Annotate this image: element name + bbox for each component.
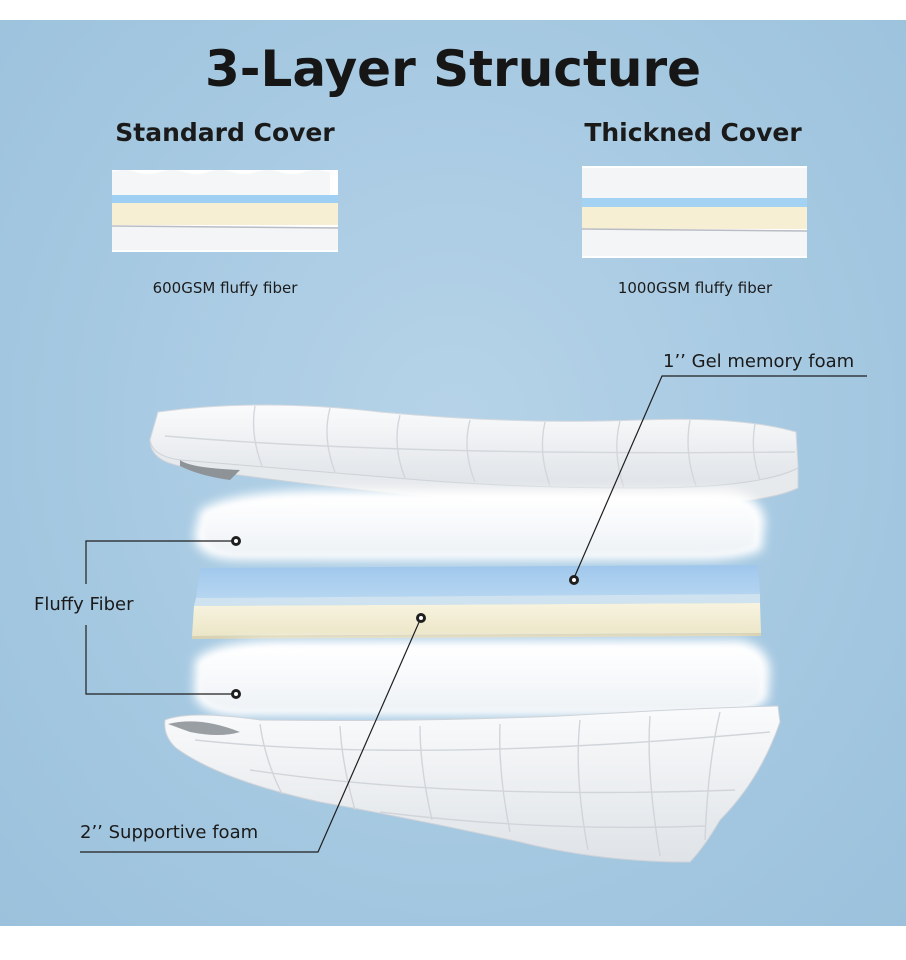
supportive-foam-callout-line [80, 619, 421, 853]
thickened-cover-title: Thickned Cover [584, 118, 802, 147]
standard-cover-caption: 600GSM fluffy fiber [152, 279, 298, 297]
upper-fiber-layer [194, 490, 765, 560]
fluffy-fiber-label: Fluffy Fiber [34, 594, 134, 615]
standard-cover-swatch [111, 170, 339, 252]
standard-cover-title: Standard Cover [115, 118, 335, 147]
top-cover [149, 404, 799, 507]
thickened-cover-caption: 1000GSM fluffy fiber [617, 279, 773, 297]
gel-foam-callout-line [573, 375, 867, 579]
upper-fiber-marker [231, 536, 241, 546]
gel-foam-marker [569, 575, 579, 585]
page-title: 3-Layer Structure [204, 40, 702, 98]
supportive-foam-label: 2’’ Supportive foam [80, 822, 259, 843]
infographic-canvas: 3-Layer Structure Standard Cover Thickne… [0, 20, 906, 926]
illustration [80, 166, 867, 863]
fluffy-fiber-bracket [85, 540, 232, 695]
gel-foam-label: 1’’ Gel memory foam [663, 351, 855, 372]
lower-fiber-layer [194, 639, 770, 716]
thickened-cover-swatch [581, 166, 808, 258]
bottom-cover [164, 705, 781, 863]
foam-block [192, 565, 761, 639]
supportive-foam-marker [416, 613, 426, 623]
lower-fiber-marker [231, 689, 241, 699]
